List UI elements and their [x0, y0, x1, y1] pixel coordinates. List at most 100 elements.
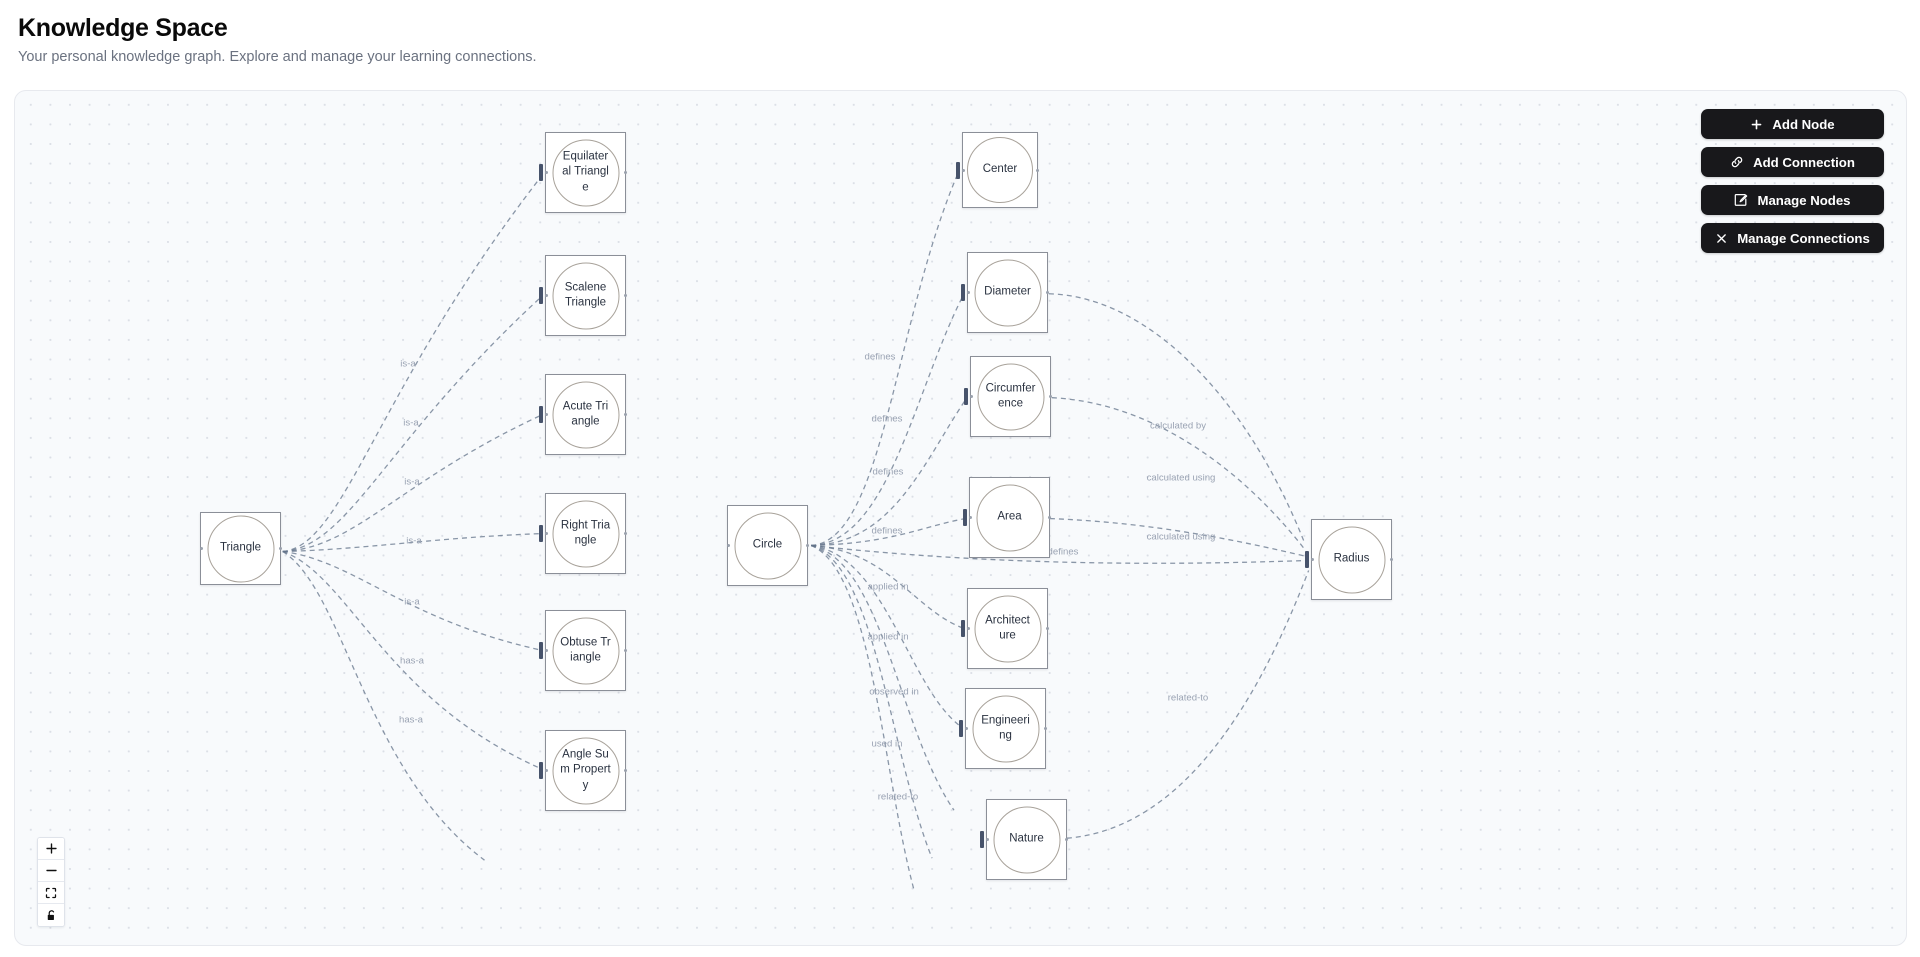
node-handle-right[interactable]: [1035, 168, 1039, 172]
plus-icon: [1750, 118, 1763, 131]
node-circle: Right Triangle: [552, 500, 619, 567]
node-handle-right[interactable]: [1047, 516, 1051, 519]
zoom-in-button[interactable]: [38, 838, 64, 860]
node-label: Right Triangle: [560, 519, 611, 547]
graph-node-area[interactable]: Area: [963, 477, 1051, 558]
node-handle-left[interactable]: [968, 516, 972, 519]
node-handle-left[interactable]: [544, 532, 548, 535]
node-handle-right[interactable]: [1043, 727, 1047, 730]
manage-connections-label: Manage Connections: [1737, 230, 1870, 246]
node-handle-left[interactable]: [544, 171, 548, 174]
node-handle-left[interactable]: [961, 168, 965, 172]
node-label: Diameter: [984, 285, 1031, 298]
node-label: Center: [982, 163, 1018, 176]
node-handle-right[interactable]: [1045, 627, 1049, 630]
node-handle-right[interactable]: [278, 547, 282, 550]
node-handle-right[interactable]: [623, 769, 627, 772]
graph-edge: [811, 517, 967, 547]
node-circle: Engineering: [972, 695, 1039, 762]
node-handle-right[interactable]: [623, 532, 627, 535]
node-handle-left[interactable]: [966, 291, 970, 294]
graph-edge: [810, 544, 933, 859]
node-handle-left[interactable]: [1310, 558, 1314, 561]
node-target-handle[interactable]: [539, 164, 543, 181]
graph-node-circle[interactable]: Circle: [726, 505, 809, 586]
page-title: Knowledge Space: [18, 14, 228, 42]
node-handle-right[interactable]: [805, 544, 809, 547]
node-target-handle[interactable]: [961, 620, 965, 637]
graph-edge: [282, 174, 543, 553]
add-node-button[interactable]: Add Node: [1701, 109, 1884, 139]
graph-node-engineering[interactable]: Engineering: [959, 688, 1047, 769]
add-connection-button[interactable]: Add Connection: [1701, 147, 1884, 177]
graph-node-angle-sum-property[interactable]: Angle Sum Property: [539, 730, 627, 811]
node-handle-right[interactable]: [623, 413, 627, 416]
node-handle-right[interactable]: [623, 171, 627, 174]
node-handle-right[interactable]: [1064, 838, 1068, 841]
graph-edge: [811, 544, 965, 630]
graph-edge: [282, 414, 543, 553]
node-target-handle[interactable]: [959, 720, 963, 737]
graph-edge: [1048, 293, 1305, 541]
node-handle-right[interactable]: [623, 294, 627, 297]
node-target-handle[interactable]: [964, 388, 968, 405]
page-subtitle: Your personal knowledge graph. Explore a…: [18, 49, 537, 65]
graph-node-triangle[interactable]: Triangle: [199, 512, 282, 585]
node-handle-left[interactable]: [964, 727, 968, 730]
node-target-handle[interactable]: [961, 284, 965, 301]
node-target-handle[interactable]: [963, 509, 967, 526]
edge-label: applied in: [867, 631, 909, 643]
fit-view-button[interactable]: [38, 882, 64, 904]
node-handle-left[interactable]: [544, 413, 548, 416]
node-target-handle[interactable]: [980, 831, 984, 848]
manage-nodes-label: Manage Nodes: [1757, 192, 1851, 208]
node-handle-left[interactable]: [726, 544, 730, 547]
node-target-handle[interactable]: [539, 406, 543, 423]
node-handle-left[interactable]: [985, 838, 989, 841]
node-target-handle[interactable]: [539, 762, 543, 779]
node-handle-left[interactable]: [966, 627, 970, 630]
edge-label: related-to: [1167, 692, 1209, 704]
page-header: Knowledge Space Your personal knowledge …: [0, 0, 1920, 76]
zoom-out-button[interactable]: [38, 860, 64, 882]
node-handle-right[interactable]: [1045, 291, 1049, 294]
graph-node-radius[interactable]: Radius: [1305, 519, 1393, 600]
node-target-handle[interactable]: [539, 642, 543, 659]
edge-label: calculated using: [1146, 472, 1216, 484]
node-handle-left[interactable]: [544, 294, 548, 297]
node-handle-left[interactable]: [199, 547, 203, 550]
graph-node-architecture[interactable]: Architecture: [961, 588, 1049, 669]
graph-node-diameter[interactable]: Diameter: [961, 252, 1049, 333]
node-circle: Area: [976, 484, 1043, 551]
node-handle-left[interactable]: [969, 395, 973, 398]
graph-node-obtuse-triangle[interactable]: Obtuse Triangle: [539, 610, 627, 691]
node-target-handle[interactable]: [1305, 551, 1309, 568]
node-handle-right[interactable]: [1048, 395, 1052, 398]
graph-node-scalene-triangle[interactable]: Scalene Triangle: [539, 255, 627, 336]
graph-edge: [282, 532, 543, 553]
node-target-handle[interactable]: [539, 525, 543, 542]
node-circle: Architecture: [974, 595, 1041, 662]
node-handle-right[interactable]: [1389, 558, 1393, 561]
close-x-icon: [1715, 232, 1728, 245]
node-handle-left[interactable]: [544, 649, 548, 652]
node-handle-right[interactable]: [623, 649, 627, 652]
edge-label: has-a: [400, 655, 424, 667]
graph-node-acute-triangle[interactable]: Acute Triangle: [539, 374, 627, 455]
node-label: Engineering: [981, 714, 1030, 742]
graph-edge: [1049, 517, 1307, 558]
manage-connections-button[interactable]: Manage Connections: [1701, 223, 1884, 253]
graph-node-right-triangle[interactable]: Right Triangle: [539, 493, 627, 574]
graph-node-circumference[interactable]: Circumference: [964, 356, 1052, 437]
node-target-handle[interactable]: [539, 287, 543, 304]
node-handle-left[interactable]: [544, 769, 548, 772]
node-label: Area: [997, 510, 1022, 523]
graph-node-equilateral-triangle[interactable]: Equilateral Triangle: [539, 132, 627, 213]
node-target-handle[interactable]: [956, 161, 960, 179]
minus-icon: [45, 864, 58, 877]
graph-node-nature[interactable]: Nature: [980, 799, 1068, 880]
graph-node-center[interactable]: Center: [956, 132, 1039, 208]
manage-nodes-button[interactable]: Manage Nodes: [1701, 185, 1884, 215]
lock-view-button[interactable]: [38, 904, 64, 926]
